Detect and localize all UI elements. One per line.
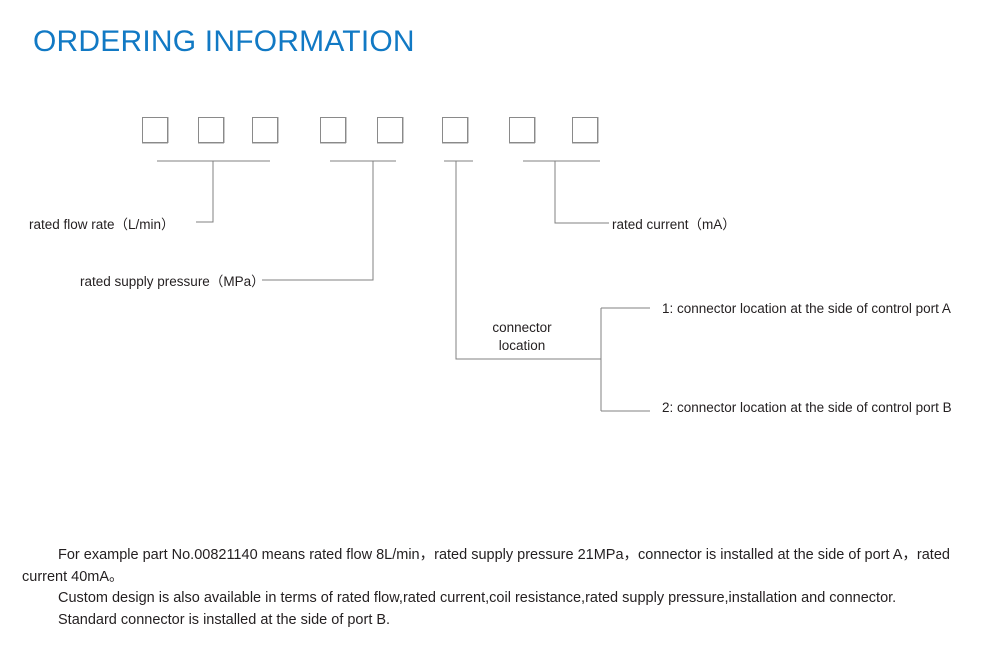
code-box-8[interactable] — [572, 117, 598, 143]
callout-rated-supply-pressure: rated supply pressure（MPa） — [80, 274, 265, 289]
code-box-3[interactable] — [252, 117, 278, 143]
leader-supply-pressure — [262, 160, 396, 281]
code-box-4[interactable] — [320, 117, 346, 143]
connector-branch-bracket — [600, 307, 650, 412]
connector-location-line-1: connector — [492, 320, 552, 335]
connector-location-line-2: location — [498, 338, 546, 353]
code-box-5[interactable] — [377, 117, 403, 143]
page-title: ORDERING INFORMATION — [33, 25, 415, 58]
note-standard: Standard connector is installed at the s… — [58, 611, 391, 628]
leader-flow-rate — [157, 160, 270, 223]
code-box-1[interactable] — [142, 117, 168, 143]
notes-section: For example part No.00821140 means rated… — [22, 545, 966, 631]
callout-rated-flow-rate: rated flow rate（L/min） — [29, 217, 175, 232]
note-custom: Custom design is also available in terms… — [58, 590, 897, 606]
callout-rated-current: rated current（mA） — [612, 217, 736, 232]
connector-option-1: 1: connector location at the side of con… — [662, 301, 951, 316]
leader-rated-current — [523, 160, 609, 224]
code-box-2[interactable] — [198, 117, 224, 143]
code-box-7[interactable] — [509, 117, 535, 143]
callout-connector-location: connector location — [487, 319, 557, 355]
note-example: For example part No.00821140 means rated… — [22, 547, 950, 585]
code-box-6[interactable] — [442, 117, 468, 143]
connector-option-2: 2: connector location at the side of con… — [662, 400, 952, 415]
